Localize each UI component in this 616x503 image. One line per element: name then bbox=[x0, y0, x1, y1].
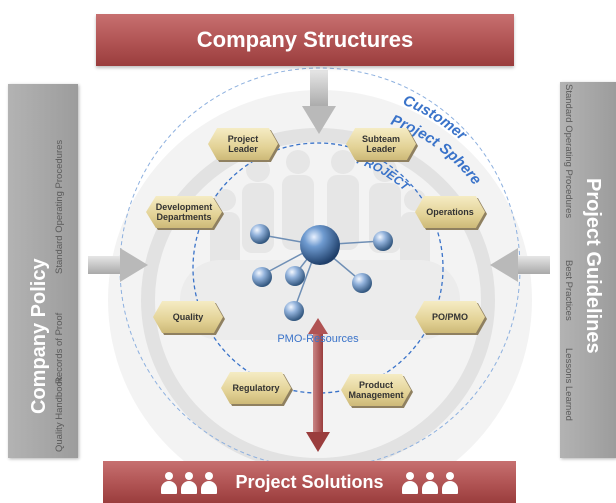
panel-title: Project Guidelines bbox=[582, 178, 604, 354]
inner-circle-label: PMO-Resources bbox=[277, 333, 359, 345]
panel-line: Standard Operating Procedures bbox=[54, 139, 65, 274]
node-sphere bbox=[352, 273, 372, 293]
node-subteam-leader: Subteam Leader bbox=[346, 128, 416, 160]
node-sphere bbox=[252, 267, 272, 287]
arrow-right-left bbox=[88, 248, 148, 282]
node-sphere bbox=[284, 301, 304, 321]
hub-sphere bbox=[300, 225, 340, 265]
arrow-left-right bbox=[490, 248, 550, 282]
node-quality: Quality bbox=[153, 301, 223, 333]
company-policy-panel: Company Policy Standard Operating Proced… bbox=[8, 84, 78, 458]
panel-line: Lessons Learned bbox=[563, 348, 574, 421]
panel-line: Quality Handbook bbox=[54, 376, 65, 452]
node-sphere bbox=[285, 266, 305, 286]
panel-line: Records of Proof bbox=[54, 312, 65, 384]
company-structures-banner: Company Structures bbox=[96, 14, 514, 66]
node-product-management: Product Management bbox=[341, 374, 411, 406]
node-regulatory: Regulatory bbox=[221, 372, 291, 404]
people-group-icon bbox=[401, 470, 458, 494]
banner-title: Company Structures bbox=[196, 27, 414, 52]
arrow-up-down-bottom bbox=[306, 318, 330, 452]
node-sphere bbox=[250, 224, 270, 244]
project-solutions-banner: Project Solutions bbox=[103, 461, 516, 503]
panel-title: Company Policy bbox=[28, 258, 50, 414]
people-group-icon bbox=[161, 470, 218, 494]
node-operations: Operations bbox=[415, 196, 485, 228]
panel-line: Standard Operating Procedures bbox=[563, 84, 574, 219]
people-silhouettes bbox=[180, 150, 460, 340]
project-guidelines-panel: Standard Operating Procedures Project Gu… bbox=[560, 82, 616, 458]
node-development-departments: Development Departments bbox=[146, 196, 222, 228]
node-po-pmo: PO/PMO bbox=[415, 301, 485, 333]
arrow-down-top bbox=[302, 70, 336, 134]
node-sphere bbox=[373, 231, 393, 251]
node-project-leader: Project Leader bbox=[208, 128, 278, 160]
panel-line: Best Practices bbox=[563, 260, 574, 321]
banner-title: Project Solutions bbox=[235, 471, 384, 492]
